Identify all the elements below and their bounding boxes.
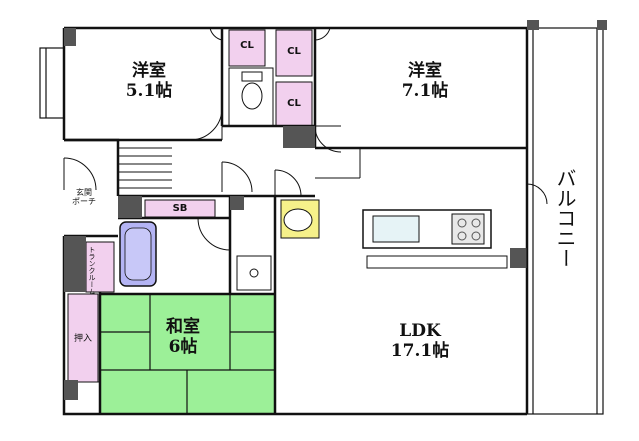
washbasin-bowl <box>283 208 313 232</box>
japanese-room-name: 和室 <box>166 317 200 337</box>
balcony-end-left <box>527 20 539 30</box>
western-room-2-label: 洋室 7.1帖 <box>394 61 456 101</box>
sink <box>372 215 420 243</box>
toilet-bowl <box>241 82 263 110</box>
bay-window <box>39 47 65 119</box>
entrance-porch-label: 玄関 ポーチ <box>66 188 102 206</box>
trunk-room-label: トランクルーム <box>88 246 97 295</box>
stove-burners <box>457 218 481 241</box>
bathtub-inner <box>124 227 152 281</box>
closet-label-2: CL <box>287 46 301 57</box>
japanese-room-size: 6帖 <box>168 336 198 357</box>
western-room-1-label: 洋室 5.1帖 <box>118 61 180 101</box>
tatami-lines <box>100 294 275 414</box>
stove <box>451 213 485 245</box>
toilet-tank <box>241 71 263 82</box>
entrance-steps <box>118 147 172 189</box>
shoe-box-label: SB <box>172 203 188 214</box>
closet-label-1: CL <box>240 40 254 51</box>
washing-machine-pan <box>236 255 272 291</box>
western-room-1-name: 洋室 <box>132 61 166 81</box>
ldk-name: LDK <box>399 321 441 341</box>
oshiire-label: 押入 <box>73 334 92 344</box>
balcony-end-right <box>597 20 607 30</box>
japanese-room-label: 和室 6帖 <box>152 317 214 357</box>
ldk-label: LDK 17.1帖 <box>380 321 460 361</box>
door-swings <box>63 27 548 251</box>
kitchen-wall-bar <box>366 255 508 269</box>
closet-cl-top-left <box>228 29 266 67</box>
drain <box>249 268 259 278</box>
entrance-line-1: 玄関 <box>76 188 92 197</box>
balcony <box>526 27 604 415</box>
ldk-size: 17.1帖 <box>390 340 450 361</box>
western-room-2-size: 7.1帖 <box>401 80 449 101</box>
balcony-label: バルコニー <box>553 168 577 268</box>
entrance-line-2: ポーチ <box>72 197 96 207</box>
closet-label-3: CL <box>287 98 301 109</box>
western-room-2-name: 洋室 <box>408 61 442 81</box>
closet-fills <box>67 29 313 383</box>
pillars <box>64 28 527 400</box>
closet-cl-top-right <box>275 29 313 77</box>
western-room-1-size: 5.1帖 <box>125 80 173 101</box>
